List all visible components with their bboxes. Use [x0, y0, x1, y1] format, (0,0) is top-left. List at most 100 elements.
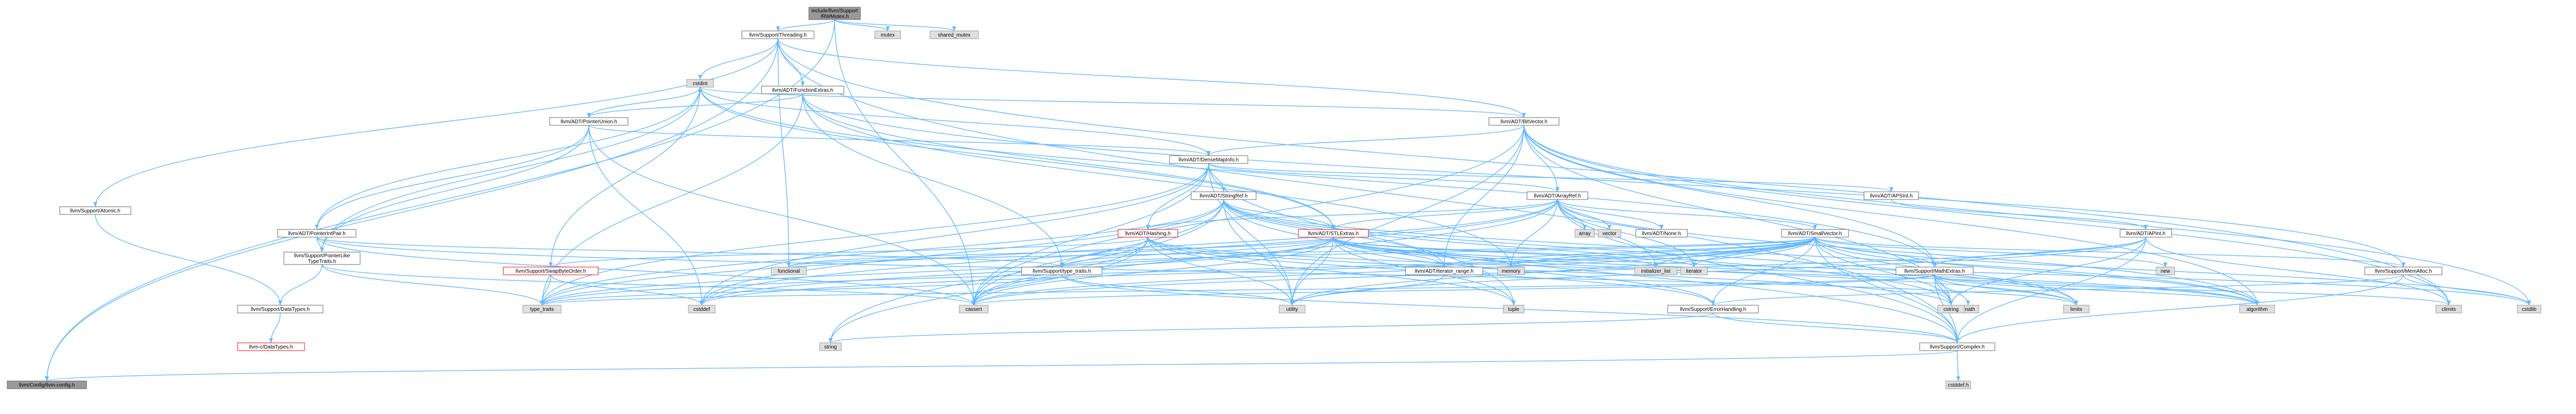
node-stringref[interactable]: llvm/ADT/StringRef.h — [1191, 191, 1257, 200]
node-mathextras[interactable]: llvm/Support/MathExtras.h — [1895, 267, 1974, 275]
edge-pointerunion-to-pointerintpair — [315, 125, 589, 230]
node-label-pointerintpair: llvm/ADT/PointerIntPair.h — [288, 231, 346, 237]
node-none[interactable]: llvm/ADT/None.h — [1635, 229, 1688, 238]
node-arrayref[interactable]: llvm/ADT/ArrayRef.h — [1527, 191, 1588, 200]
edge-smallvector-to-cassert — [972, 237, 1816, 306]
node-pointerintpair[interactable]: llvm/ADT/PointerIntPair.h — [277, 229, 357, 238]
node-root[interactable]: include/llvm/Support/RWMutex.h — [808, 7, 861, 20]
node-hashing[interactable]: llvm/ADT/Hashing.h — [1117, 229, 1178, 238]
nodes-layer: include/llvm/Support/RWMutex.h llvm/Suppo… — [7, 7, 2541, 389]
node-label-string: string — [824, 344, 837, 350]
node-iteratorrange[interactable]: llvm/ADT/iterator_range.h — [1405, 267, 1483, 275]
edge-smallvector-to-new — [1815, 237, 2167, 268]
edge-stlextras-to-cassert — [972, 237, 1334, 306]
node-label-vector: vector — [1602, 231, 1617, 237]
edge-compiler-to-config — [45, 350, 1958, 382]
node-supporttypetraits[interactable]: llvm/Support/type_traits.h — [1021, 267, 1103, 275]
node-vector: vector — [1598, 229, 1621, 238]
edge-pointerunion-to-cstdint — [588, 87, 702, 118]
node-label-cmath: cmath — [1961, 307, 1975, 312]
node-label-supporttypetraits: llvm/Support/type_traits.h — [1033, 269, 1091, 274]
node-pointerunion[interactable]: llvm/ADT/PointerUnion.h — [549, 117, 629, 126]
edge-atomic-to-datatypes — [95, 214, 282, 306]
node-label-stringref: llvm/ADT/StringRef.h — [1199, 193, 1247, 199]
edge-memalloc-to-cstdlib — [2403, 274, 2531, 306]
node-type_traits: type_traits — [522, 305, 562, 313]
edge-root-to-shared_mutex — [834, 19, 956, 31]
node-box-memalloc — [2364, 267, 2443, 275]
node-label-pointerliketypetraits: TypeTraits.h — [308, 259, 336, 264]
edge-pointerunion-to-densemapinfo — [588, 125, 1211, 156]
edge-mathextras-to-cassert — [972, 274, 1935, 306]
edges-layer — [45, 19, 2531, 382]
edge-stringref-to-compiler — [1223, 199, 1959, 343]
node-apint[interactable]: llvm/ADT/APInt.h — [2120, 229, 2172, 238]
edge-stlextras-to-cstdint — [698, 87, 1334, 230]
node-label-compiler: llvm/Support/Compiler.h — [1930, 344, 1985, 350]
node-string: string — [819, 342, 842, 351]
node-label-cstdint: cstdint — [693, 81, 708, 87]
edge-smallvector-to-initializer_list — [1654, 237, 1816, 268]
node-box-none — [1635, 229, 1688, 238]
edge-hashing-to-swapbyteorder — [549, 237, 1148, 268]
node-box-iterator — [1680, 267, 1708, 275]
node-config[interactable]: llvm/Config/llvm-config.h — [7, 380, 87, 389]
node-memalloc[interactable]: llvm/Support/MemAlloc.h — [2364, 267, 2443, 275]
node-box-arrayref — [1527, 191, 1588, 200]
edge-pointerintpair-to-limits — [316, 237, 2078, 306]
node-box-cstdint — [686, 79, 714, 88]
edge-densemapinfo-to-hashing — [1146, 163, 1209, 230]
node-mutex: mutex — [874, 30, 901, 39]
node-label-cstddef: cstddef — [693, 307, 710, 312]
node-box-utility — [1279, 305, 1306, 313]
node-label-apsint: llvm/ADT/APSInt.h — [1870, 193, 1913, 199]
node-box-functional — [771, 267, 807, 275]
node-limits: limits — [2063, 305, 2090, 313]
node-shared_mutex: shared_mutex — [929, 30, 979, 39]
node-datatypes[interactable]: llvm/Support/DataTypes.h — [237, 305, 324, 313]
node-label-cstring: cstring — [1943, 307, 1958, 312]
node-label-algorithm: algorithm — [2246, 307, 2267, 312]
node-box-algorithm — [2239, 305, 2275, 313]
node-swapbyteorder[interactable]: llvm/Support/SwapByteOrder.h — [503, 267, 599, 275]
edge-smallvector-to-cstring — [1815, 237, 1953, 306]
node-initializer_list: initializer_list — [1634, 267, 1677, 275]
node-box-bitvector — [1488, 117, 1560, 126]
node-box-array — [1574, 229, 1595, 238]
node-label-mutex: mutex — [880, 32, 894, 38]
node-label-root: include/llvm/Support — [811, 8, 858, 14]
node-label-none: llvm/ADT/None.h — [1642, 231, 1681, 237]
node-densemapinfo[interactable]: llvm/ADT/DenseMapInfo.h — [1169, 155, 1248, 164]
node-label-array: array — [1579, 231, 1591, 237]
edge-hashing-to-supporttypetraits — [1060, 237, 1148, 268]
edge-bitvector-to-cstdint — [698, 87, 1524, 118]
node-box-apsint — [1863, 191, 1919, 200]
node-threading[interactable]: llvm/Support/Threading.h — [741, 30, 815, 39]
node-array: array — [1574, 229, 1595, 238]
node-label-cstdlib: cstdlib — [2522, 307, 2537, 312]
node-cdatatypes[interactable]: llvm-c/DataTypes.h — [237, 342, 305, 351]
node-cstdlib: cstdlib — [2517, 305, 2541, 313]
node-atomic[interactable]: llvm/Support/Atomic.h — [59, 206, 131, 215]
node-label-pointerunion: llvm/ADT/PointerUnion.h — [561, 119, 617, 125]
node-compiler[interactable]: llvm/Support/Compiler.h — [1919, 342, 1995, 351]
edge-mathextras-to-cmath — [1934, 274, 1970, 306]
node-label-memalloc: llvm/Support/MemAlloc.h — [2375, 269, 2432, 274]
node-errorhandling[interactable]: llvm/Support/ErrorHandling.h — [1667, 305, 1759, 313]
edge-arrayref-to-vector — [1557, 199, 1612, 230]
node-functionextras[interactable]: llvm/ADT/FunctionExtras.h — [761, 86, 844, 94]
node-label-threading: llvm/Support/Threading.h — [749, 32, 807, 38]
edge-errorhandling-to-string — [828, 312, 1714, 343]
node-box-iteratorrange — [1405, 267, 1483, 275]
node-new: new — [2156, 267, 2175, 275]
node-smallvector[interactable]: llvm/ADT/SmallVector.h — [1781, 229, 1849, 238]
edge-root-to-threading — [776, 19, 835, 31]
node-bitvector[interactable]: llvm/ADT/BitVector.h — [1488, 117, 1560, 126]
node-label-new: new — [2161, 269, 2171, 274]
node-box-mathextras — [1895, 267, 1974, 275]
node-stlextras[interactable]: llvm/ADT/STLExtras.h — [1298, 229, 1369, 238]
node-label-cassert: cassert — [965, 307, 982, 312]
node-apsint[interactable]: llvm/ADT/APSInt.h — [1863, 191, 1919, 200]
edge-bitvector-to-cstring — [1523, 125, 1953, 306]
